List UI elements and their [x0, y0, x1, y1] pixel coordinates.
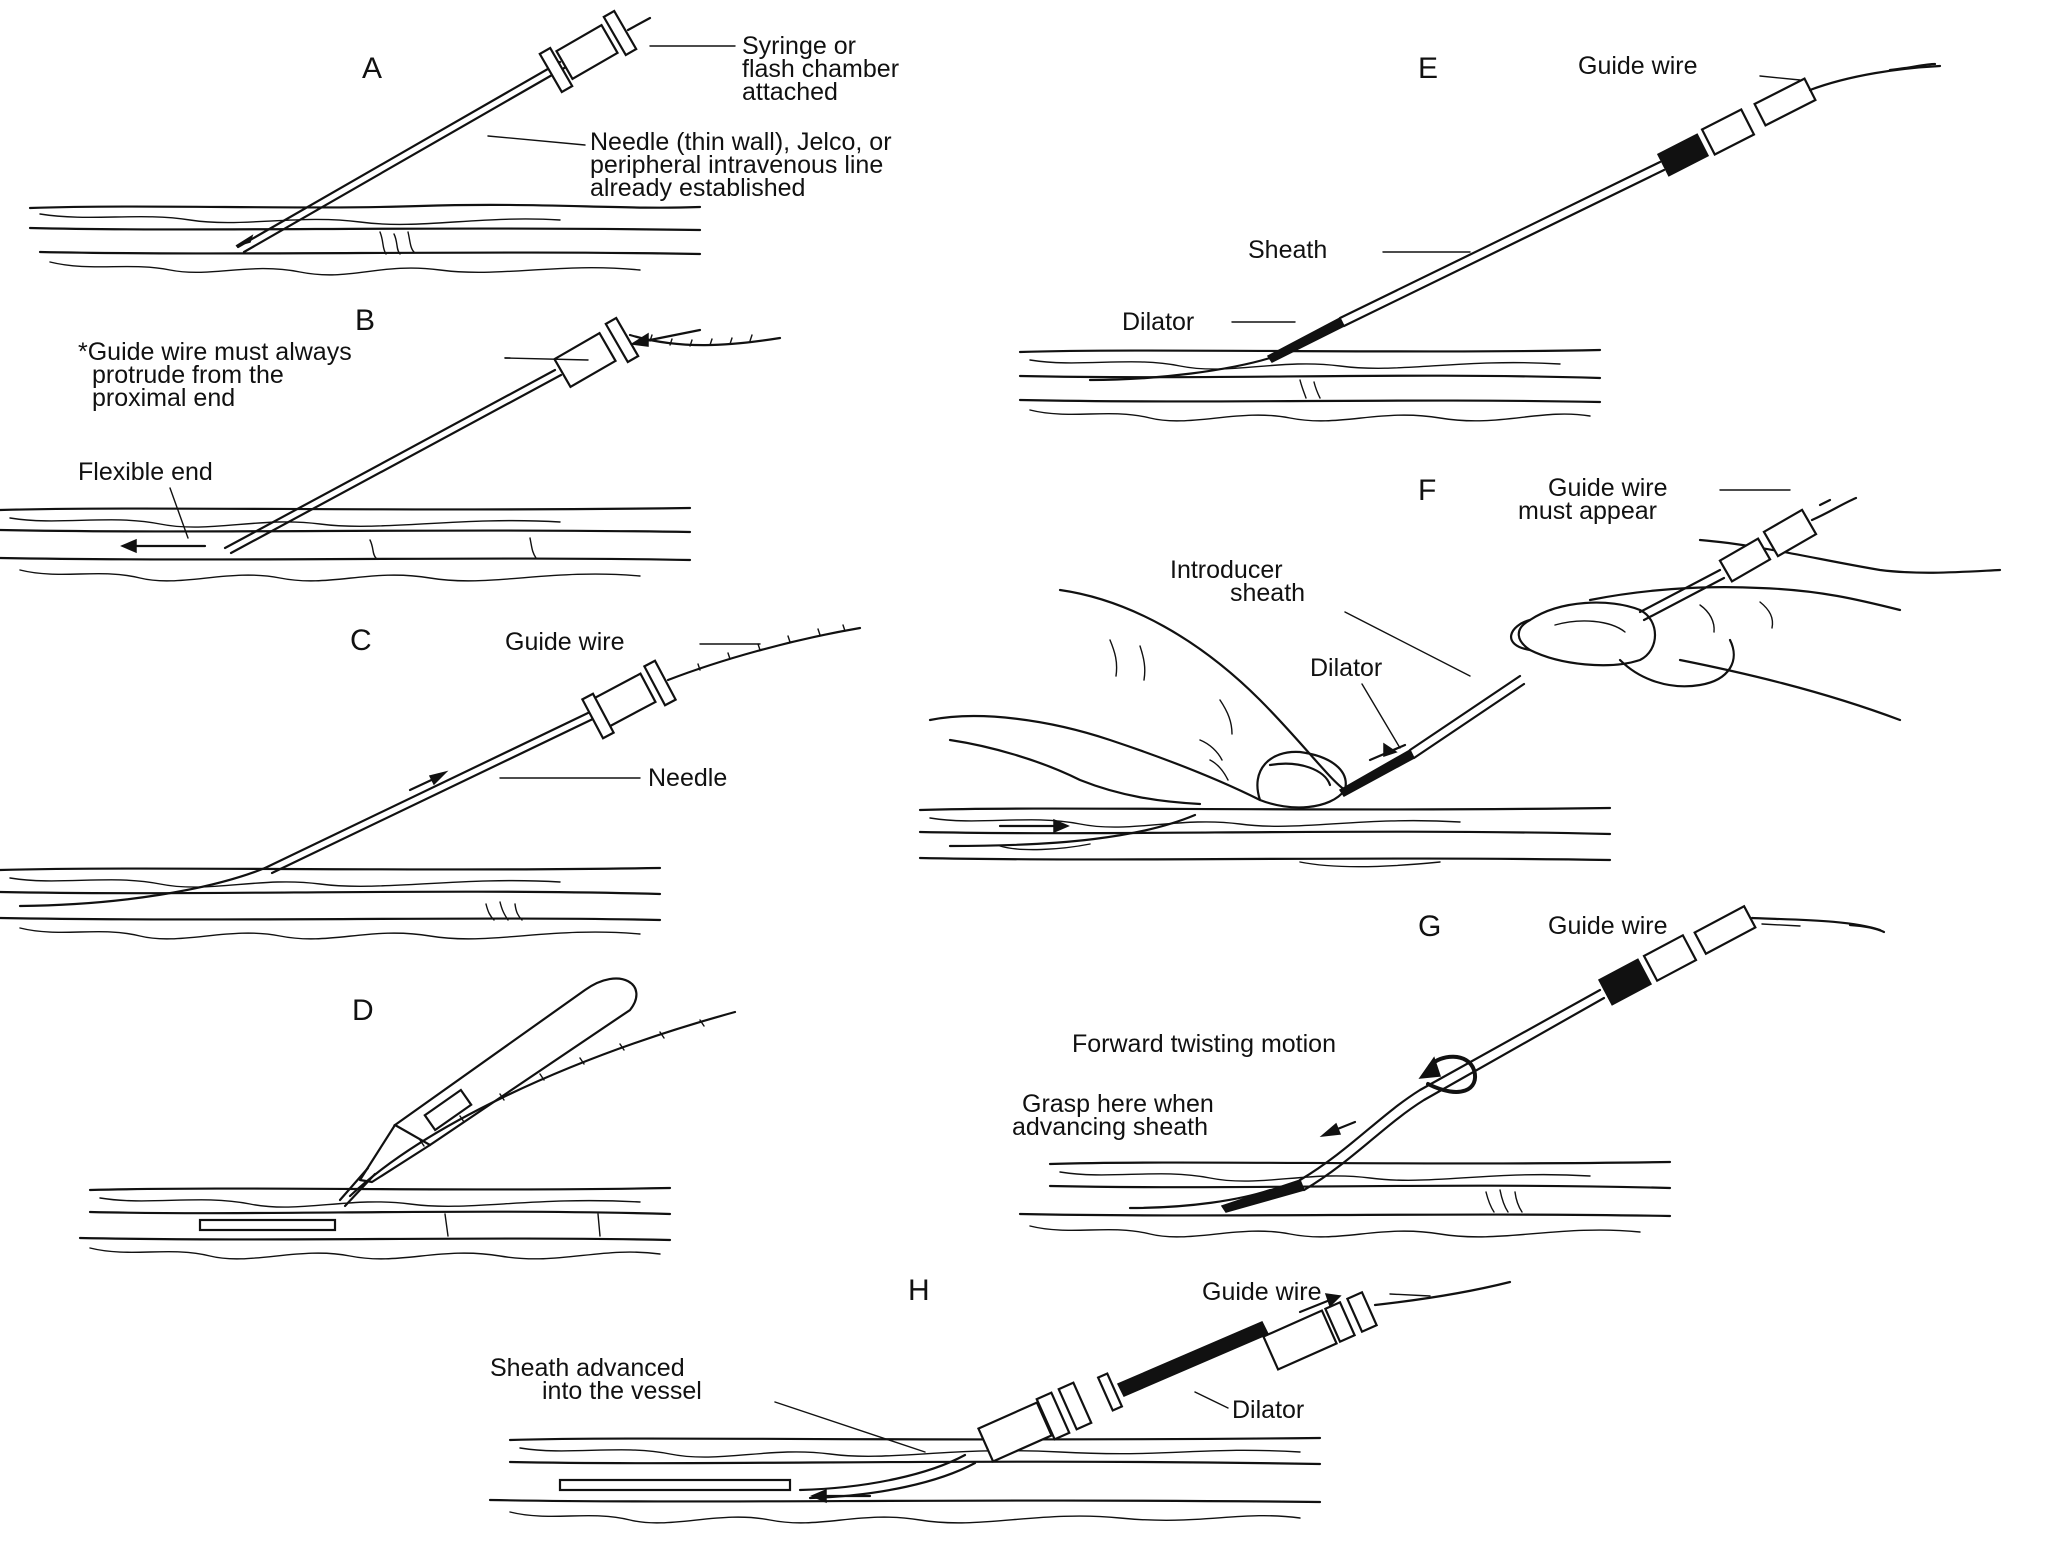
sheath-leader: [774, 1401, 926, 1453]
sheath-in-vessel: [798, 1453, 967, 1492]
introducer-leader: [1344, 611, 1471, 677]
guide-wire-in-vessel: [948, 813, 1197, 848]
panel-d-letter: D: [352, 994, 374, 1027]
skin-layer: [0, 866, 662, 940]
scalpel: [338, 977, 638, 1208]
panel-a-letter: A: [362, 52, 382, 85]
dilator-leader: [1194, 1391, 1229, 1409]
panel-b-letter: B: [355, 304, 375, 337]
dilator-label: Dilator: [1122, 308, 1194, 336]
flexible-leader: [169, 487, 189, 539]
skin-layer: [0, 506, 692, 582]
dilator-label: Dilator: [1232, 1396, 1304, 1424]
needle-leader: [487, 135, 586, 146]
guide-wire-leader: [1759, 75, 1801, 81]
left-hand: [928, 588, 1347, 809]
dilator-label: Dilator: [1310, 654, 1382, 682]
panel-e: E Guide wire Sheath Dilator: [1018, 52, 1942, 422]
right-hand: [1509, 538, 2002, 722]
panel-h-letter: H: [908, 1274, 930, 1307]
panel-c: C Guide wire Needle: [0, 624, 862, 940]
sheath-hub: [976, 1372, 1124, 1463]
dilator-hub: [1261, 1280, 1512, 1371]
guide-wire: [666, 626, 862, 682]
panel-g: G Guide wire Forward twisting motion: [1012, 904, 1886, 1238]
sheath-advanced-label: Sheath advanced into the vessel: [490, 1354, 702, 1405]
guide-wire-label: Guide wire: [1202, 1278, 1322, 1306]
needle-label: Needle (thin wall), Jelco, or peripheral…: [590, 128, 898, 202]
guide-note: *Guide wire must always protrude from th…: [78, 338, 359, 412]
panel-d: D: [78, 977, 737, 1260]
guide-wire-label: Guide wire: [1578, 52, 1698, 80]
guide-wire-in-vessel: [1088, 356, 1272, 382]
guide-wire: [1808, 64, 1942, 92]
sheath-dilator: [1338, 496, 1858, 797]
introducer-sheath-label: Introducer sheath: [1170, 556, 1305, 607]
syringe-label: Syringe or flash chamber attached: [742, 32, 906, 106]
guide-wire: [1373, 1280, 1512, 1307]
skin-layer: [488, 1436, 1322, 1524]
twist-arrow: [1418, 1054, 1478, 1094]
sheath-label: Sheath: [1248, 236, 1327, 264]
grasp-label: Grasp here when advancing sheath: [1012, 1090, 1221, 1141]
flexible-end-label: Flexible end: [78, 458, 213, 486]
skin-layer: [918, 806, 1612, 868]
guide-wire: [348, 1010, 737, 1198]
skin-layer: [1018, 1160, 1672, 1238]
direction-arrow: [428, 770, 449, 786]
dilator-leader: [1361, 683, 1401, 749]
panel-c-letter: C: [350, 624, 372, 657]
panel-g-letter: G: [1418, 910, 1441, 943]
advance-arrow: [810, 1488, 827, 1504]
guide-wire-leader: [1389, 1293, 1431, 1297]
panel-a: A Syringe or flash chamber attached Need…: [28, 9, 906, 276]
panel-e-letter: E: [1418, 52, 1438, 85]
panel-f-letter: F: [1418, 474, 1436, 507]
guide-wire-label: Guide wire: [505, 628, 625, 656]
guide-wire-label: Guide wire: [1548, 912, 1668, 940]
guide-wire-leader: [1761, 923, 1801, 927]
panel-b: B *Guide wire must always protrude from …: [0, 304, 782, 582]
skin-layer: [28, 203, 702, 276]
forward-twisting-label: Forward twisting motion: [1072, 1030, 1336, 1058]
panel-h: H Guide wire Shea: [488, 1274, 1512, 1524]
skin-layer: [78, 1186, 672, 1260]
guide-wire-in-vessel: [18, 866, 267, 908]
needle-assembly: [235, 9, 652, 254]
sheath-dilator: [1266, 62, 1942, 363]
sheath-dilator: [1220, 904, 1886, 1213]
needle: [263, 624, 862, 875]
guide-wire-label: Guide wire must appear: [1518, 474, 1674, 525]
dilator-shaft: [1116, 1321, 1270, 1397]
direction-arrow: [629, 332, 649, 347]
skin-layer: [1018, 348, 1602, 422]
needle-label: Needle: [648, 764, 727, 792]
panel-f: F: [918, 474, 2002, 868]
